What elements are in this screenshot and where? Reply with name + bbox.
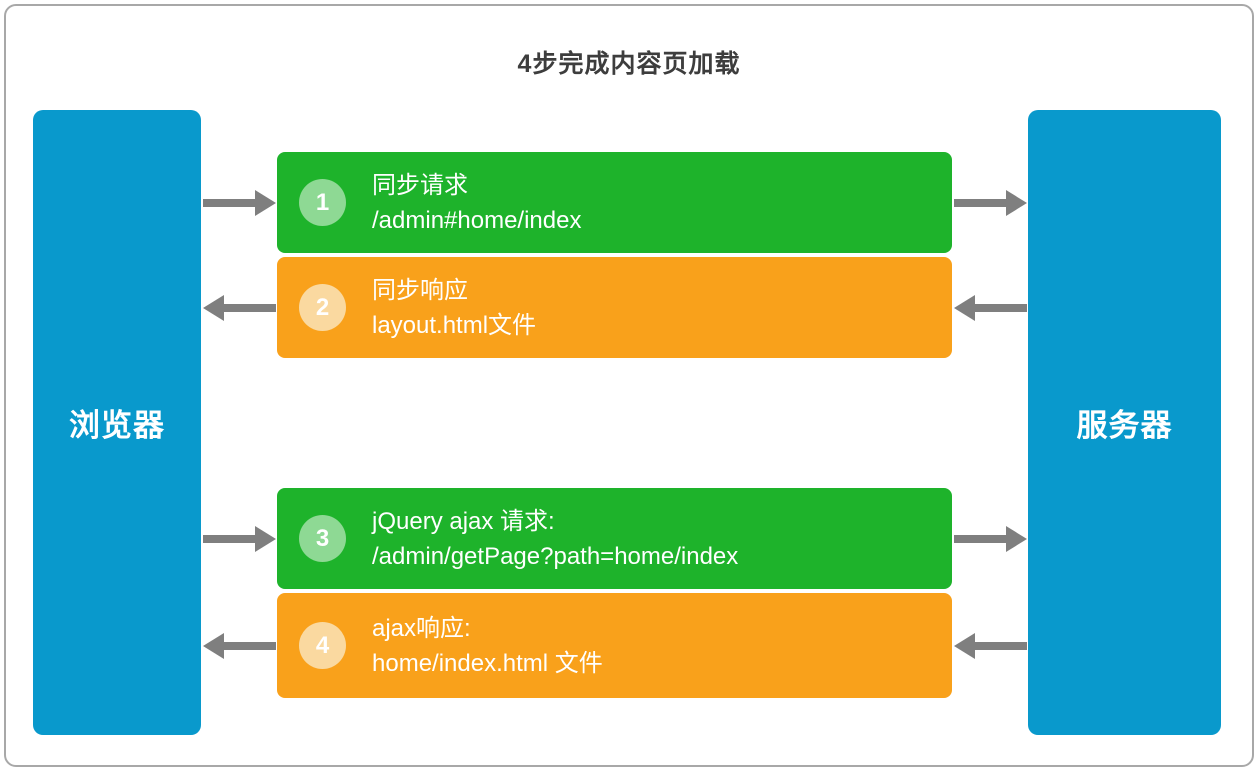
arrow-server-to-step-4 — [954, 633, 1027, 659]
step-4-text: ajax响应: home/index.html 文件 — [372, 611, 603, 681]
server-node-label: 服务器 — [1076, 408, 1173, 443]
arrow-step-2-to-browser — [203, 295, 276, 321]
step-4-file: home/index.html 文件 — [372, 649, 603, 677]
step-2-response-box: 2 同步响应 layout.html文件 — [277, 257, 952, 358]
arrow-right-icon — [1006, 526, 1027, 552]
browser-node: 浏览器 — [33, 110, 201, 735]
arrow-right-icon — [255, 190, 276, 216]
step-1-number-badge: 1 — [299, 179, 346, 226]
server-node: 服务器 — [1028, 110, 1221, 735]
arrow-step-1-to-server — [954, 190, 1027, 216]
arrow-step-3-to-server — [954, 526, 1027, 552]
step-2-file: layout.html文件 — [372, 311, 537, 339]
arrow-right-icon — [1006, 190, 1027, 216]
browser-node-label: 浏览器 — [69, 408, 165, 443]
arrow-shaft — [203, 535, 255, 543]
step-2-number-badge: 2 — [299, 284, 346, 331]
diagram-title: 4步完成内容页加载 — [517, 50, 741, 78]
step-4-label: ajax响应: — [372, 614, 471, 642]
arrow-shaft — [203, 199, 255, 207]
step-4-number-badge: 4 — [299, 622, 346, 669]
arrow-left-icon — [954, 633, 975, 659]
step-3-url: /admin/getPage?path=home/index — [372, 542, 739, 570]
arrow-browser-to-step-1 — [203, 190, 276, 216]
step-3-text: jQuery ajax 请求: /admin/getPage?path=home… — [372, 504, 738, 574]
step-1-label: 同步请求 — [372, 171, 468, 199]
step-3-request-box: 3 jQuery ajax 请求: /admin/getPage?path=ho… — [277, 488, 952, 589]
arrow-server-to-step-2 — [954, 295, 1027, 321]
step-3-number-badge: 3 — [299, 515, 346, 562]
arrow-shaft — [975, 304, 1027, 312]
arrow-right-icon — [255, 526, 276, 552]
step-2-label: 同步响应 — [372, 276, 468, 304]
arrow-left-icon — [954, 295, 975, 321]
arrow-shaft — [954, 535, 1006, 543]
arrow-step-4-to-browser — [203, 633, 276, 659]
step-4-response-box: 4 ajax响应: home/index.html 文件 — [277, 593, 952, 698]
arrow-shaft — [975, 642, 1027, 650]
arrow-shaft — [954, 199, 1006, 207]
arrow-shaft — [224, 642, 276, 650]
arrow-shaft — [224, 304, 276, 312]
arrow-left-icon — [203, 633, 224, 659]
step-1-request-box: 1 同步请求 /admin#home/index — [277, 152, 952, 253]
step-2-text: 同步响应 layout.html文件 — [372, 273, 536, 343]
step-3-label: jQuery ajax 请求: — [372, 507, 555, 535]
step-1-url: /admin#home/index — [372, 206, 582, 234]
step-1-text: 同步请求 /admin#home/index — [372, 168, 581, 238]
arrow-left-icon — [203, 295, 224, 321]
arrow-browser-to-step-3 — [203, 526, 276, 552]
